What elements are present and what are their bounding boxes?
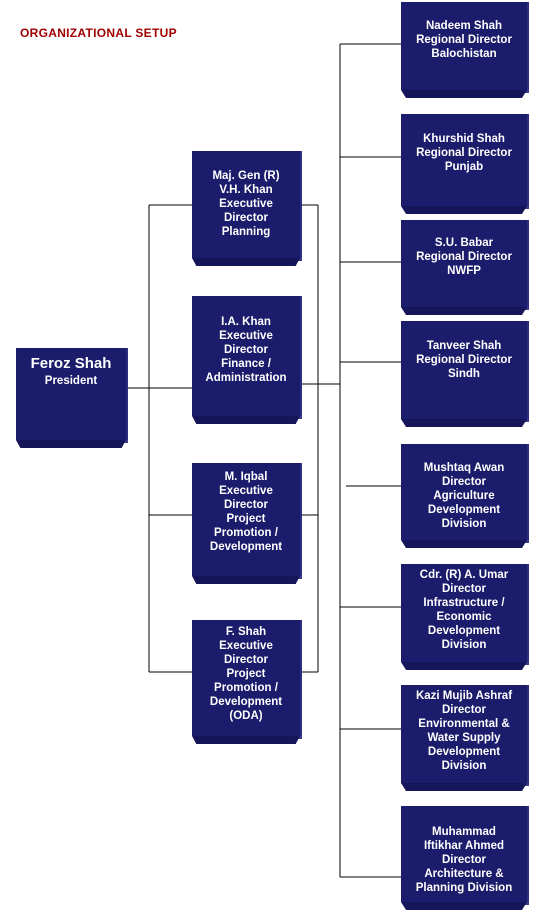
box-line: Regional Director <box>416 34 512 46</box>
box-line: Director <box>223 654 269 666</box>
box-line: Director <box>441 583 487 595</box>
director-agriculture: Mushtaq Awan Director Agriculture Develo… <box>401 444 529 540</box>
box-line: Director <box>441 704 487 716</box>
box-line: Infrastructure / <box>423 597 505 609</box>
director-sindh: Tanveer Shah Regional Director Sindh <box>401 321 529 419</box>
director-architecture: Muhammad Iftikhar Ahmed Director Archite… <box>401 806 529 902</box>
box-line: Director <box>223 344 269 356</box>
executive-director-planning: Maj. Gen (R) V.H. Khan Executive Directo… <box>192 151 302 258</box>
box-line: Division <box>441 518 487 530</box>
president-box: Feroz Shah President <box>16 348 128 440</box>
box-line: Water Supply <box>427 732 501 744</box>
box-line: Project <box>226 513 266 525</box>
box-line: Environmental & <box>418 718 510 730</box>
box-line: Muhammad <box>432 826 496 838</box>
box-line: Division <box>441 639 487 651</box>
box-line: Economic <box>436 611 492 623</box>
box-line: Director <box>223 499 269 511</box>
box-line: F. Shah <box>225 626 267 638</box>
box-line: Director <box>441 476 487 488</box>
director-punjab: Khurshid Shah Regional Director Punjab <box>401 114 529 206</box>
box-line: Balochistan <box>431 48 497 60</box>
box-line: Development <box>209 696 283 708</box>
director-balochistan: Nadeem Shah Regional Director Balochista… <box>401 2 529 90</box>
box-line: Planning <box>221 226 271 238</box>
box-line: Punjab <box>444 161 484 173</box>
box-line: Nadeem Shah <box>425 20 503 32</box>
box-line: Architecture & <box>424 868 504 880</box>
president-name: Feroz Shah <box>30 355 112 372</box>
box-line: Cdr. (R) A. Umar <box>419 569 509 581</box>
box-line: Regional Director <box>416 354 512 366</box>
box-line: Director <box>223 212 269 224</box>
president-role: President <box>44 375 98 387</box>
box-line: Kazi Mujib Ashraf <box>415 690 513 702</box>
director-environmental: Kazi Mujib Ashraf Director Environmental… <box>401 685 529 783</box>
box-line: V.H. Khan <box>219 184 273 196</box>
executive-director-finance: I.A. Khan Executive Director Finance / A… <box>192 296 302 416</box>
box-line: Executive <box>219 330 273 342</box>
box-line: S.U. Babar <box>434 237 494 249</box>
box-line: Khurshid Shah <box>423 133 505 145</box>
box-line: Director <box>441 854 487 866</box>
box-line: Iftikhar Ahmed <box>423 840 505 852</box>
box-line: Development <box>427 504 501 516</box>
box-line: I.A. Khan <box>221 316 271 328</box>
box-line: Development <box>209 541 283 553</box>
box-line: Maj. Gen (R) <box>212 170 280 182</box>
executive-director-project-promotion-oda: F. Shah Executive Director Project Promo… <box>192 620 302 736</box>
box-line: Promotion / <box>214 527 278 539</box>
director-nwfp: S.U. Babar Regional Director NWFP <box>401 220 529 307</box>
box-line: Division <box>441 760 487 772</box>
box-line: Planning Division <box>415 882 513 894</box>
box-line: Administration <box>205 372 287 384</box>
box-line: NWFP <box>447 265 481 277</box>
box-line: Tanveer Shah <box>426 340 502 352</box>
box-line: Agriculture <box>433 490 495 502</box>
page-title: ORGANIZATIONAL SETUP <box>20 26 177 40</box>
box-line: Regional Director <box>416 147 512 159</box>
box-line: Executive <box>219 640 273 652</box>
box-line: Mushtaq Awan <box>423 462 505 474</box>
executive-director-project-promotion: M. Iqbal Executive Director Project Prom… <box>192 463 302 576</box>
box-line: Sindh <box>448 368 480 380</box>
box-line: Promotion / <box>214 682 278 694</box>
box-line: M. Iqbal <box>224 471 268 483</box>
box-line: Development <box>427 625 501 637</box>
box-line: Development <box>427 746 501 758</box>
director-infrastructure: Cdr. (R) A. Umar Director Infrastructure… <box>401 564 529 662</box>
box-line: Project <box>226 668 266 680</box>
box-line: Finance / <box>221 358 271 370</box>
box-line: Executive <box>219 485 273 497</box>
box-line: Executive <box>219 198 273 210</box>
box-line: Regional Director <box>416 251 512 263</box>
box-line: (ODA) <box>229 710 263 722</box>
